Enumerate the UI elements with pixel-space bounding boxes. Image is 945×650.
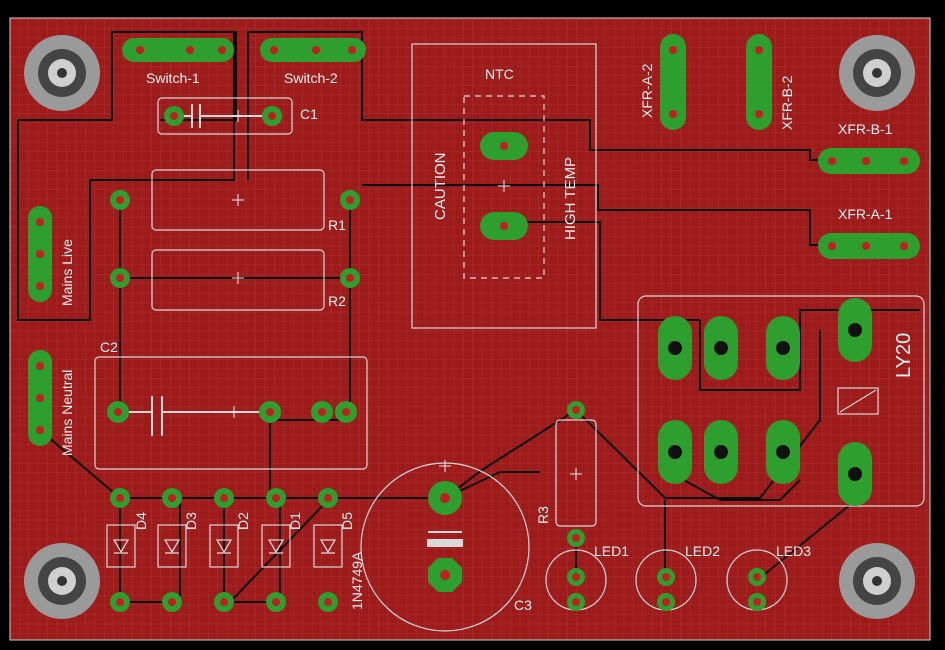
label-d1: D1 (287, 512, 303, 530)
mounting-hole-icon (24, 543, 100, 619)
label-switch1: Switch-1 (146, 70, 200, 86)
capacitor-symbol-icon (118, 104, 463, 547)
drill-holes (36, 46, 908, 606)
label-mains-neutral: Mains Neutral (59, 370, 75, 456)
board-outline (9, 17, 931, 641)
label-caution: CAUTION (432, 153, 449, 221)
label-c2: C2 (100, 339, 118, 355)
diode-symbol-icon (112, 539, 337, 554)
label-ntc: NTC (485, 66, 514, 82)
label-ly20: LY20 (893, 333, 915, 378)
label-high-temp: HIGH TEMP (562, 157, 579, 240)
label-r3: R3 (535, 506, 551, 524)
label-d3: D3 (183, 512, 199, 530)
label-zener: 1N4749A (349, 551, 365, 610)
label-led1: LED1 (594, 543, 629, 559)
label-d5: D5 (339, 512, 355, 530)
label-r2: R2 (328, 293, 346, 309)
label-xfr-a2: XFR-A-2 (639, 63, 655, 118)
mounting-hole-icon (24, 35, 100, 111)
mounting-hole-icon (839, 35, 915, 111)
label-mains-live: Mains Live (59, 239, 75, 306)
label-d4: D4 (133, 512, 149, 530)
label-d2: D2 (235, 512, 251, 530)
label-xfr-b1: XFR-B-1 (838, 121, 893, 137)
silkscreen (94, 43, 925, 632)
label-led3: LED3 (776, 543, 811, 559)
label-r1: R1 (328, 217, 346, 233)
label-c1: C1 (300, 106, 318, 122)
label-c3: C3 (514, 597, 532, 613)
label-led2: LED2 (685, 543, 720, 559)
mounting-hole-icon (839, 543, 915, 619)
label-xfr-b2: XFR-B-2 (779, 75, 795, 130)
label-switch2: Switch-2 (284, 70, 338, 86)
origin-marks (228, 110, 582, 480)
label-xfr-a1: XFR-A-1 (838, 206, 893, 222)
